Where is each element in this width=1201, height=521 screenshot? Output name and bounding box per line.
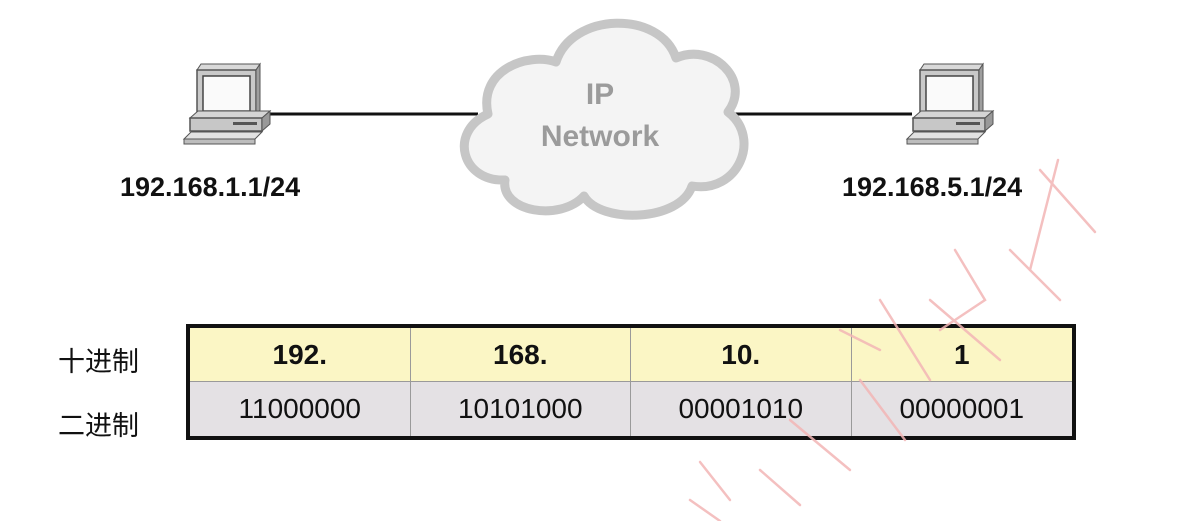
cloud-icon	[459, 18, 749, 220]
cloud-label-line2: Network	[540, 120, 660, 153]
decimal-row-label: 十进制	[58, 347, 139, 378]
decimal-octet-4: 1	[851, 328, 1072, 382]
decimal-octet-2: 168.	[410, 328, 631, 382]
binary-octet-2: 10101000	[410, 382, 631, 436]
decimal-octet-1: 192.	[190, 328, 411, 382]
left-host-ip: 192.168.1.1/24	[120, 172, 301, 202]
right-host-ip: 192.168.5.1/24	[842, 172, 1023, 202]
right-computer-icon	[905, 62, 995, 145]
binary-row-label: 二进制	[58, 411, 139, 442]
binary-octet-1: 11000000	[190, 382, 411, 436]
decimal-octet-3: 10.	[631, 328, 852, 382]
cloud-label-line1: IP	[585, 78, 615, 111]
ip-conversion-table: 192. 168. 10. 1 11000000 10101000 000010…	[186, 324, 1076, 440]
left-computer-icon	[182, 62, 272, 145]
binary-octet-4: 00000001	[851, 382, 1072, 436]
binary-octet-3: 00001010	[631, 382, 852, 436]
